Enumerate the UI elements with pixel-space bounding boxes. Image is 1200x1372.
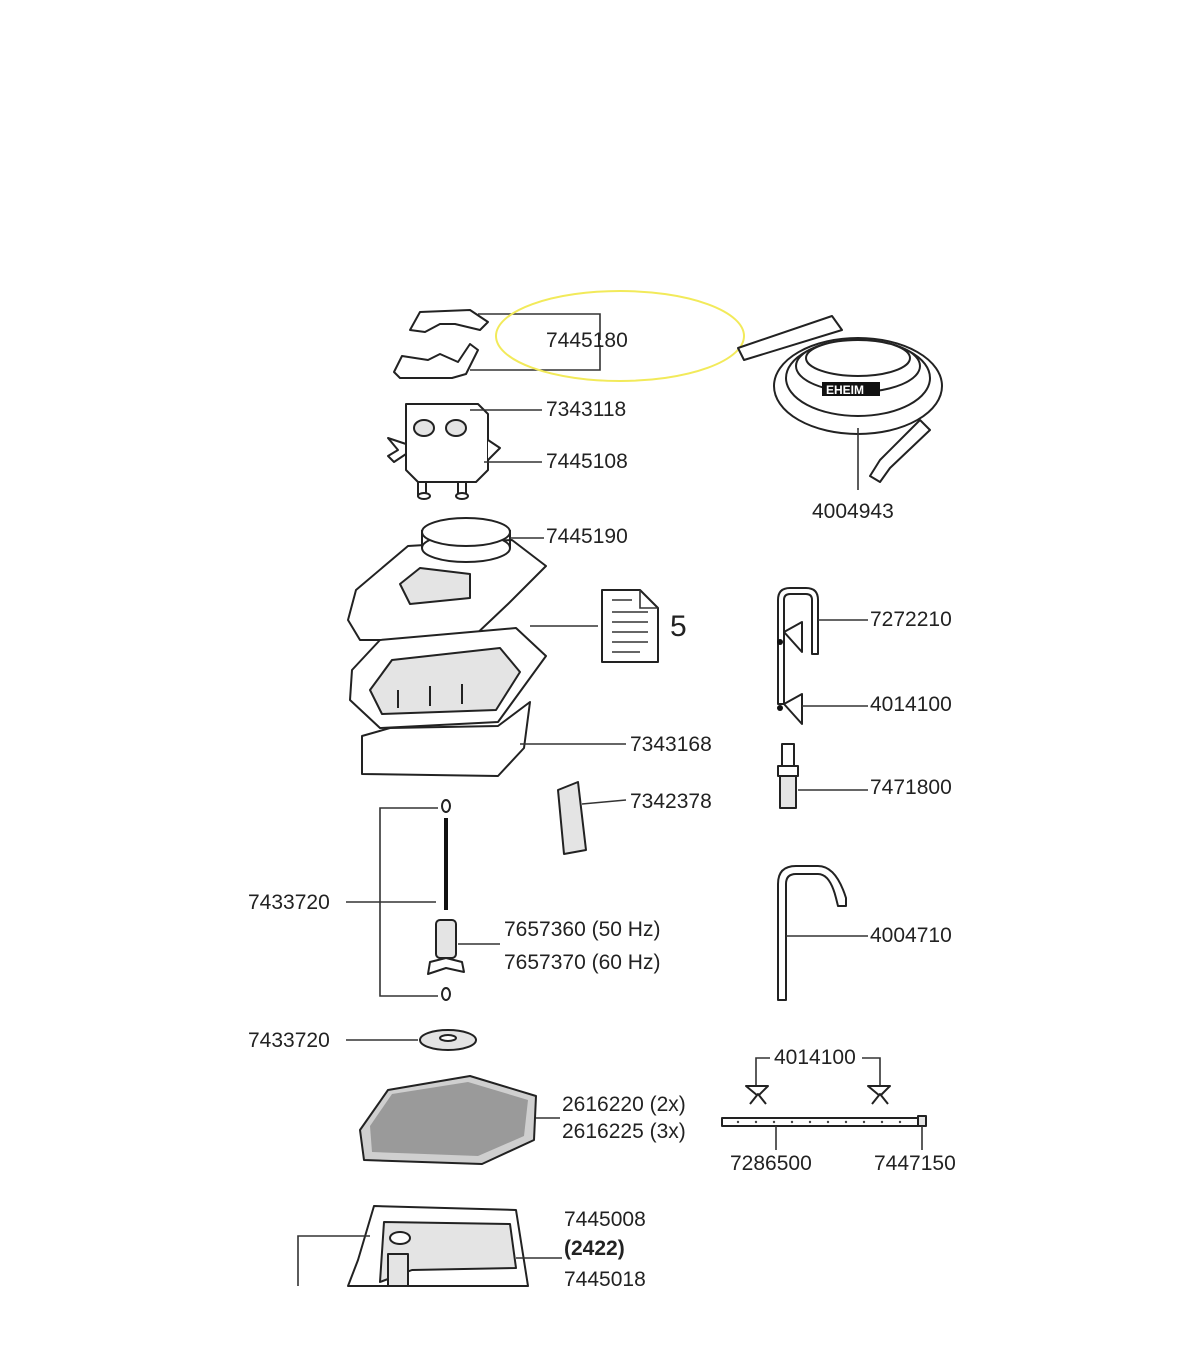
part-label-4014100-a: 4014100 [870,693,952,716]
part-label-7657370: 7657370 (60 Hz) [504,951,660,974]
clip-pair [393,309,489,379]
spray-bar [721,1115,927,1127]
rubber-ring [419,1029,477,1051]
part-label-7447150: 7447150 [874,1152,956,1175]
suction-cup-right [867,1085,891,1105]
part-label-7657360: 7657360 (50 Hz) [504,918,660,941]
shaft-assembly [427,799,465,1001]
part-label-4004710: 4004710 [870,924,952,947]
part-label-7342378: 7342378 [630,790,712,813]
highlight-ellipse [495,290,745,382]
document-icon [601,589,659,663]
part-label-7433720-a: 7433720 [248,891,330,914]
outlet-pipe [777,587,819,725]
pump-head [387,403,501,500]
part-label-7433720-b: 7433720 [248,1029,330,1052]
hose-coil: EHEIM [737,315,943,483]
part-label-7445190: 7445190 [546,525,628,548]
part-label-4014100-b: 4014100 [774,1046,856,1069]
hose-brand-text: EHEIM [826,383,864,397]
part-label-7445108: 7445108 [546,450,628,473]
intake-pipe [777,865,847,1001]
hose-connector [777,743,799,809]
suction-cup-left [745,1085,769,1105]
brand-band [822,382,880,396]
document-reference-number: 5 [670,610,687,643]
part-label-7445180: 7445180 [546,329,628,352]
shim-part [557,781,587,855]
part-label-7343118: 7343118 [546,398,626,421]
filter-sponge [359,1075,537,1165]
motor-housing [347,517,547,777]
part-label-7286500: 7286500 [730,1152,812,1175]
part-label-7445008: 7445008 [564,1208,646,1231]
filter-housing [347,1205,529,1287]
part-label-2422: (2422) [564,1237,625,1260]
part-label-2616220: 2616220 (2x) [562,1093,686,1116]
part-label-7272210: 7272210 [870,608,952,631]
part-label-2616225: 2616225 (3x) [562,1120,686,1143]
part-label-7343168: 7343168 [630,733,712,756]
part-label-7445018: 7445018 [564,1268,646,1291]
part-label-4004943: 4004943 [812,500,894,523]
part-label-7471800: 7471800 [870,776,952,799]
